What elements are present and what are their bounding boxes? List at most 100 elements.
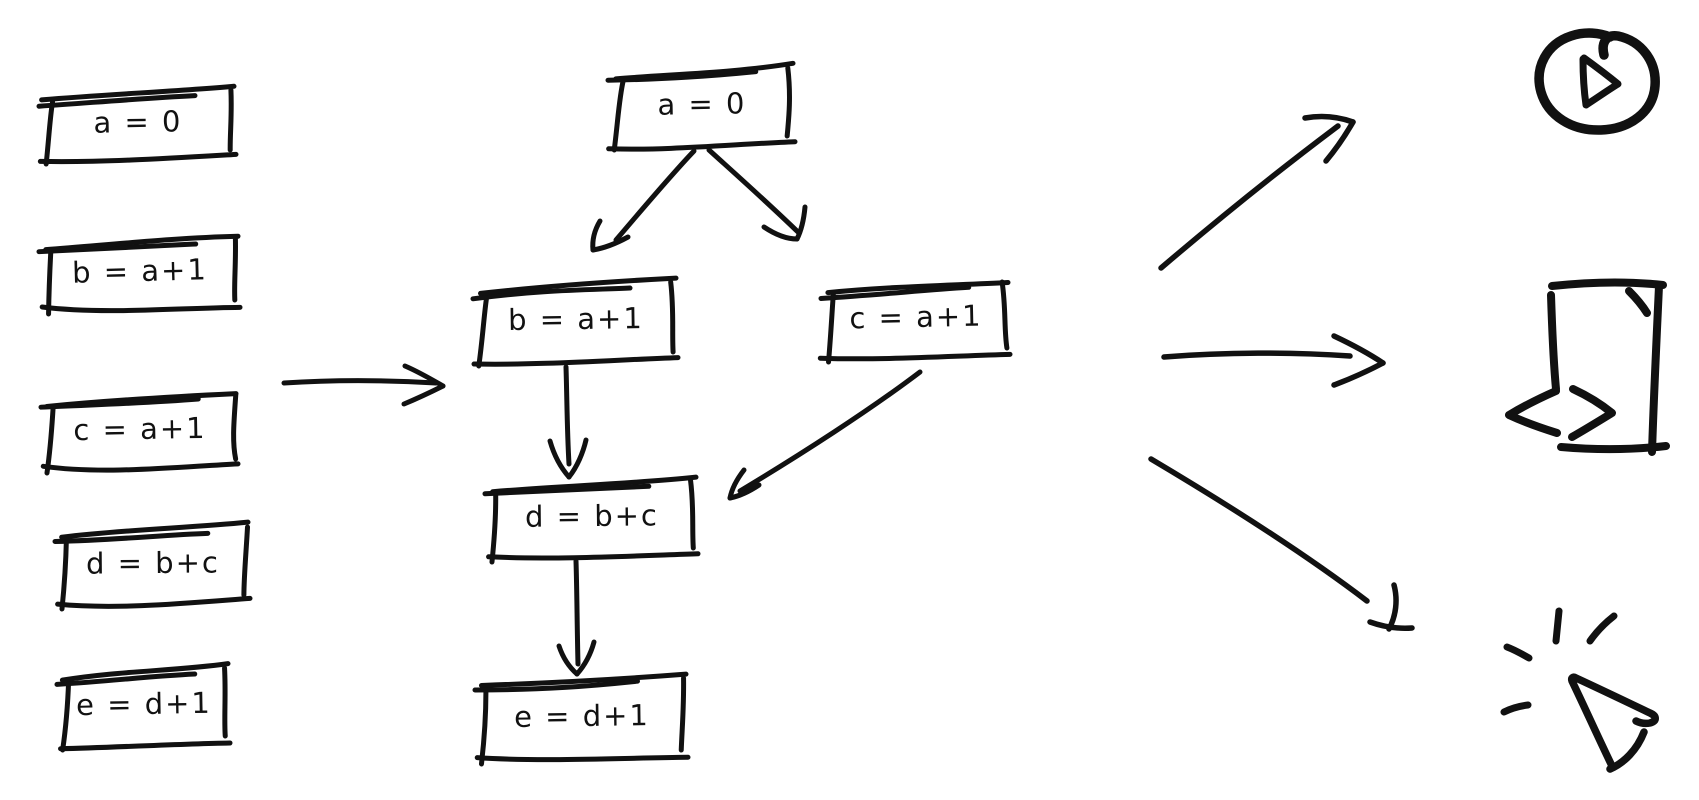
arrow-shaft (563, 364, 572, 467)
box-stroke (825, 279, 1011, 296)
box-stroke (668, 279, 676, 355)
box-stroke (52, 530, 211, 544)
box-stroke (43, 233, 241, 253)
cursor-pointer-tail (1606, 728, 1648, 773)
arrow-head (727, 482, 762, 501)
arrow-to-cursor-icon (1148, 456, 1415, 632)
code-icon-bottom-edge (1557, 442, 1670, 454)
box-stroke (39, 304, 243, 314)
play-icon (1534, 28, 1660, 135)
box-stroke (476, 291, 490, 369)
graph-node-label: a = 0 (657, 86, 747, 122)
box-stroke (37, 151, 239, 165)
arrow-head (574, 639, 597, 677)
dependency-graph: a = 0 b = a+1 c = a+1 d = b+c e = d+1 (470, 60, 1013, 767)
box-stroke (36, 93, 198, 109)
box-stroke (999, 279, 1010, 351)
box-stroke (44, 404, 56, 476)
graph-node-label: e = d+1 (514, 698, 650, 734)
code-icon-top-edge (1548, 278, 1667, 290)
list-item-label: b = a+1 (72, 252, 209, 290)
click-spark-top-right (1586, 612, 1618, 645)
click-spark-left (1503, 643, 1533, 662)
graph-node-e: e = d+1 (472, 671, 691, 767)
arrow-head (794, 204, 808, 242)
box-stroke (59, 519, 251, 540)
box-stroke (474, 754, 691, 763)
arrow-head (1331, 333, 1386, 366)
code-icon-left-edge (1547, 291, 1560, 393)
arrow-shaft (573, 558, 581, 667)
box-stroke (39, 83, 237, 103)
graph-node-label: b = a+1 (508, 301, 644, 337)
code-icon-right-edge (1648, 282, 1663, 456)
arrow-shaft (613, 148, 697, 243)
list-item-box-a: a = 0 (36, 83, 239, 167)
box-stroke (241, 524, 251, 598)
list-item-label: d = b+c (86, 545, 220, 580)
edge-arrow-c-to-d (727, 369, 923, 501)
box-stroke (478, 687, 489, 767)
graph-node-d: d = b+c (482, 474, 701, 565)
box-stroke (232, 235, 239, 303)
statement-list: a = 0 b = a+1 c = a+1 d = b+c e = d+1 (36, 83, 253, 753)
box-stroke (611, 77, 626, 153)
arrow-to-play-icon (1158, 113, 1356, 271)
edge-arrow-d-to-e (556, 558, 597, 677)
box-stroke (59, 536, 69, 612)
arrow-head (1367, 619, 1415, 631)
list-item-label: a = 0 (93, 104, 183, 140)
list-to-graph-arrow (281, 363, 446, 407)
box-stroke (478, 671, 689, 688)
arrow-head (401, 383, 446, 407)
box-stroke (613, 60, 796, 82)
code-icon-corner-notch (1625, 287, 1651, 317)
arrow-head (590, 218, 603, 253)
box-stroke (58, 740, 233, 752)
box-stroke (470, 285, 633, 302)
arrow-shaft (281, 378, 439, 386)
box-stroke (227, 87, 234, 153)
play-icon-circle (1534, 28, 1660, 135)
box-stroke (826, 291, 836, 365)
edge-arrow-a-to-b (590, 148, 697, 253)
box-stroke (40, 461, 241, 473)
box-stroke (231, 392, 239, 462)
arrow-head (1302, 113, 1356, 125)
arrow-shaft (1148, 456, 1370, 604)
box-stroke (606, 139, 798, 152)
list-item-label: c = a+1 (73, 411, 207, 447)
code-icon-left-angle-bracket (1505, 387, 1561, 437)
arrow-head (761, 224, 800, 242)
arrow-head (566, 437, 589, 480)
edge-arrow-b-to-d (547, 364, 589, 480)
arrow-shaft (1158, 123, 1341, 271)
box-stroke (678, 675, 687, 753)
list-item-box-e: e = d+1 (54, 661, 233, 753)
arrow-head (1323, 119, 1356, 164)
arrow-head (590, 234, 631, 253)
box-stroke (222, 665, 228, 739)
arrow-shaft (1161, 350, 1353, 360)
box-stroke (60, 677, 72, 753)
box-stroke (490, 474, 699, 495)
box-stroke (44, 391, 239, 409)
arrow-head (556, 643, 580, 677)
box-stroke (55, 595, 253, 609)
box-stroke (46, 247, 54, 317)
list-item-box-d: d = b+c (52, 519, 253, 612)
box-stroke (471, 355, 681, 367)
graph-node-b: b = a+1 (470, 275, 681, 369)
list-item-box-b: b = a+1 (36, 233, 243, 317)
box-stroke (489, 489, 499, 565)
box-stroke (43, 99, 56, 167)
list-item-label: e = d+1 (76, 686, 212, 722)
arrow-head (1331, 360, 1386, 388)
arrow-head (402, 363, 446, 389)
code-icon-right-angle-bracket (1568, 385, 1616, 441)
box-stroke (687, 477, 696, 551)
arrow-shaft (706, 147, 802, 236)
arrow-head (547, 438, 572, 480)
graph-node-c: c = a+1 (817, 279, 1013, 365)
